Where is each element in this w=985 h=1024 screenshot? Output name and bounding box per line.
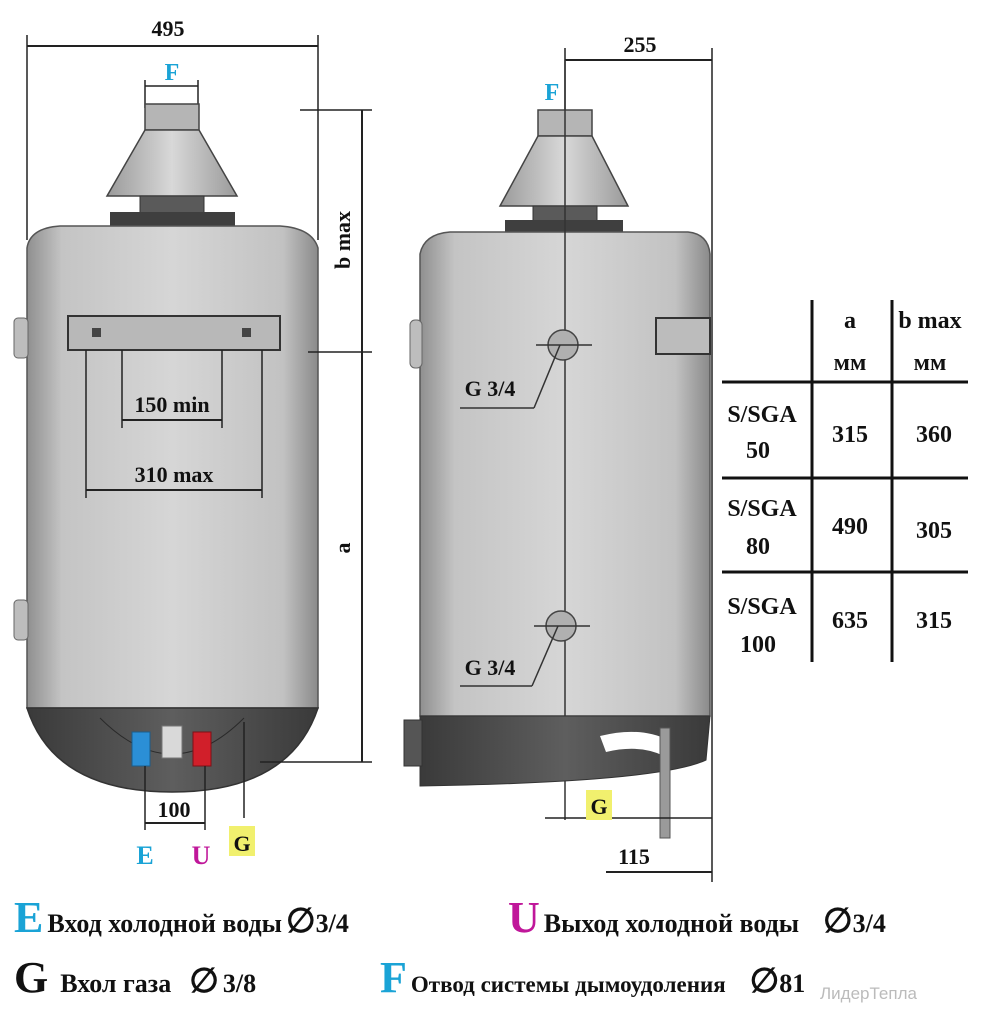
table-model-line2: 100: [740, 632, 776, 658]
legend-letter: F: [380, 953, 407, 1002]
bracket-max-dimension: 310 max: [135, 462, 214, 487]
table-cell-a: 315: [832, 422, 868, 448]
table-cell-a: 490: [832, 514, 868, 540]
legend-text: Вход холодной воды: [47, 909, 282, 938]
side-view: 255 F G 3/4 G 3/4 G 115: [403, 32, 713, 882]
gas-marker-highlight-front: [229, 826, 255, 856]
legend-item-u: U Выход холодной воды ∅3/4: [508, 896, 886, 941]
depth-dimension: 255: [624, 32, 657, 57]
legend-letter: U: [508, 893, 540, 942]
diameter-symbol: ∅: [749, 963, 780, 1000]
marker-e: E: [136, 841, 153, 870]
gas-offset-dimension: 115: [618, 844, 650, 869]
marker-u: U: [192, 841, 211, 870]
table-model-line1: S/SGA: [727, 594, 797, 620]
legend-text: Вхол газа: [60, 969, 172, 998]
marker-g-side: G: [590, 794, 607, 819]
table-cell-b: 305: [916, 518, 952, 544]
legend-text: Выход холодной воды: [543, 909, 800, 938]
legend-diameter: 3/8: [222, 969, 257, 998]
legend-diameter: 3/4: [852, 909, 886, 938]
diameter-symbol: ∅: [189, 963, 219, 1000]
dimensions-table: a b max мм мм S/SGA 50 315 360 S/SGA 80 …: [722, 300, 968, 662]
cold-inlet-pipe: [131, 731, 151, 767]
table-model-line2: 50: [746, 438, 770, 464]
table-model-line1: S/SGA: [727, 402, 797, 428]
table-model-line1: S/SGA: [727, 496, 797, 522]
legend-item-f: F Отвод системы дымоудоления ∅81: [380, 956, 805, 1001]
marker-g-front: G: [233, 831, 250, 856]
watermark: ЛидерТепла: [820, 984, 917, 1003]
flue-pipe-front: [144, 103, 200, 131]
table-model-line2: 80: [746, 534, 770, 560]
diameter-symbol: ∅: [823, 903, 853, 940]
diameter-symbol: ∅: [285, 903, 316, 940]
a-dimension: a: [330, 543, 355, 554]
legend-item-g: G Вхол газа ∅ 3/8: [14, 956, 256, 1001]
legend-text: Отвод системы дымоудоления: [410, 972, 726, 997]
gas-marker-highlight-side: [586, 790, 612, 820]
flue-marker-side: F: [545, 80, 560, 106]
legend-diameter: 81: [779, 969, 806, 998]
bracket-min-dimension: 150 min: [134, 392, 209, 417]
table-unit-a: мм: [834, 350, 867, 376]
b-max-dimension: b max: [330, 211, 355, 269]
table-cell-a: 635: [832, 608, 868, 634]
width-dimension: 495: [152, 16, 185, 41]
flue-hood-side: [498, 135, 630, 207]
legend-letter: E: [14, 893, 44, 942]
gas-upper-label: G 3/4: [465, 376, 516, 401]
table-header-a: a: [844, 308, 856, 334]
gas-lower-label: G 3/4: [465, 655, 516, 680]
table-unit-b: мм: [914, 350, 947, 376]
flue-hood-front: [105, 129, 239, 197]
front-view: 495 F 150 min 310 max: [13, 16, 372, 870]
table-cell-b: 360: [916, 422, 952, 448]
legend-letter: G: [14, 953, 49, 1002]
hot-outlet-pipe: [192, 731, 212, 767]
table-cell-b: 315: [916, 608, 952, 634]
legend-diameter: 3/4: [315, 909, 349, 938]
flue-marker-front: F: [165, 60, 180, 86]
table-header-b: b max: [898, 308, 961, 334]
legend-item-e: E Вход холодной воды ∅3/4: [14, 896, 349, 941]
inlet-spacing-dimension: 100: [158, 797, 191, 822]
